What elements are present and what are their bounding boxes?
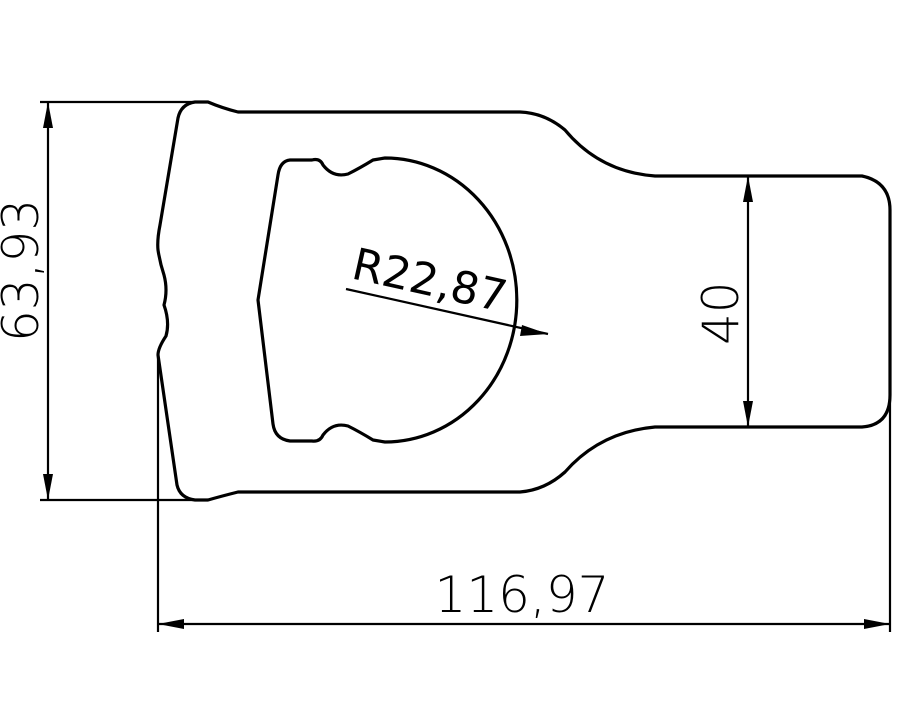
dimension-height-left: 63,93 [0,100,195,502]
dimension-height-right: 40 [692,176,753,427]
arrowhead-left-top [43,102,53,128]
inner-cutout [256,156,519,444]
dimension-label-height-right: 40 [692,281,750,345]
arrowhead-left-bottom [43,474,53,500]
arrowhead-right-bottom [743,401,753,427]
radius-leader-line [345,287,549,336]
radius-arrowhead [520,325,548,336]
dimension-label-radius: R22,87 [348,239,512,323]
arrowhead-bottom-right [864,619,890,629]
arrowhead-bottom-left [158,619,184,629]
dimension-width-bottom: 116,97 [156,355,892,632]
part-outline [156,100,892,502]
dimension-label-width-bottom: 116,97 [435,566,610,624]
arrowhead-right-top [743,176,753,202]
dimension-label-height-left: 63,93 [0,199,50,342]
